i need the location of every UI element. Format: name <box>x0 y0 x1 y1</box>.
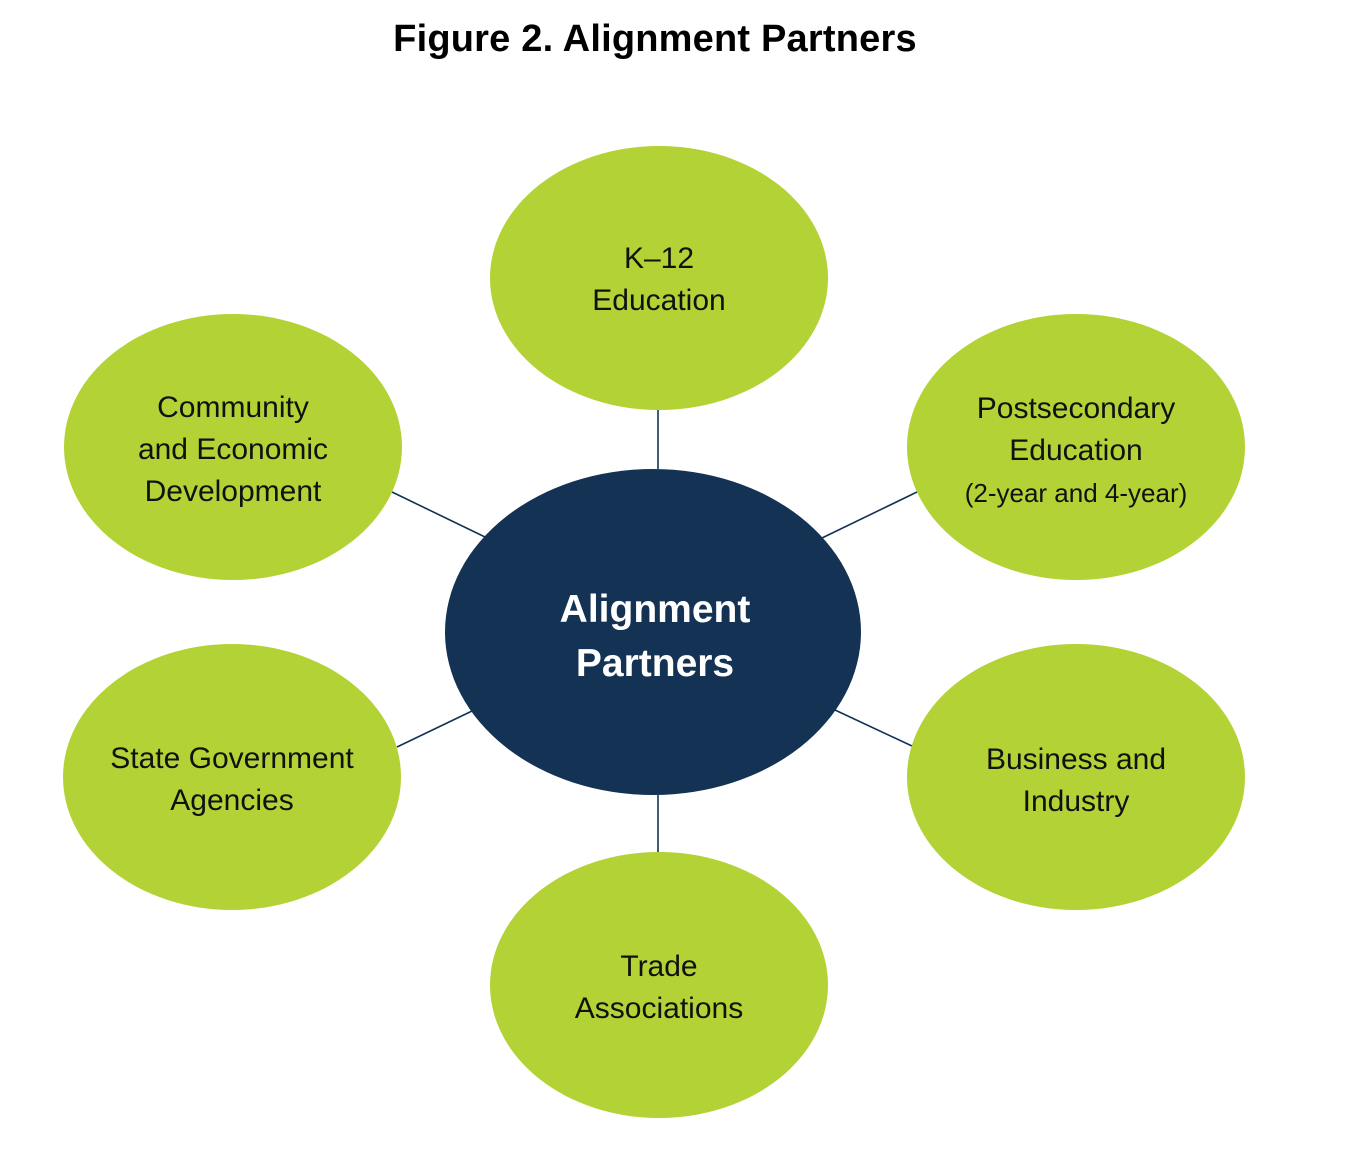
partner-label-line: Trade <box>620 950 697 983</box>
partner-label-line: State Government <box>110 742 354 775</box>
partner-label-line: Agencies <box>170 784 293 817</box>
partner-label-line: Community <box>157 391 309 424</box>
partner-label-line: Education <box>1009 434 1142 467</box>
connector-business-and-industry <box>834 709 913 747</box>
partner-label-line: Industry <box>1023 785 1130 818</box>
partner-label-line: and Economic <box>138 433 328 466</box>
partner-label-line: Postsecondary <box>977 392 1175 425</box>
connector-community-and-economic-development <box>391 491 486 538</box>
partner-label-line: Development <box>145 475 322 508</box>
partner-ellipse <box>490 146 828 410</box>
connector-postsecondary-education <box>821 491 918 539</box>
partner-ellipse <box>907 314 1245 580</box>
partner-label-line: Associations <box>575 992 743 1025</box>
partner-label-line: Education <box>592 284 725 317</box>
partner-ellipse <box>490 852 828 1118</box>
connectors <box>391 410 918 853</box>
partner-ellipse <box>64 314 402 580</box>
partner-nodes: K–12EducationPostsecondaryEducation(2-ye… <box>63 146 1245 1118</box>
partner-ellipse <box>907 644 1245 910</box>
center-label-line: Alignment <box>560 588 751 631</box>
partner-ellipse <box>63 644 401 910</box>
center-label-line: Partners <box>576 642 734 685</box>
connector-state-government-agencies <box>396 710 473 748</box>
figure-title: Figure 2. Alignment Partners <box>393 18 917 60</box>
partner-label-line: K–12 <box>624 242 694 275</box>
partner-label-line: Business and <box>986 743 1166 776</box>
center-ellipse <box>445 469 861 795</box>
partner-label-line: (2-year and 4-year) <box>965 478 1188 508</box>
